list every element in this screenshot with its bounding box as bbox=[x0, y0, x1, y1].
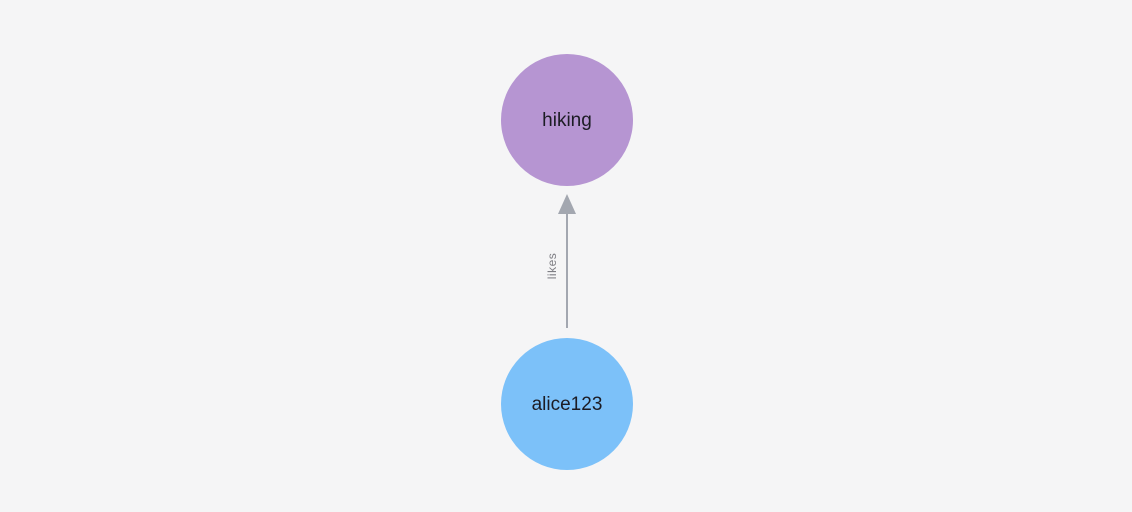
arrowhead-icon bbox=[558, 194, 576, 214]
node-hiking[interactable]: hiking bbox=[501, 54, 633, 186]
node-alice123[interactable]: alice123 bbox=[501, 338, 633, 470]
edge-label: likes bbox=[545, 252, 559, 280]
edge-line bbox=[566, 213, 568, 328]
node-label: hiking bbox=[542, 109, 592, 131]
node-label: alice123 bbox=[531, 393, 603, 415]
